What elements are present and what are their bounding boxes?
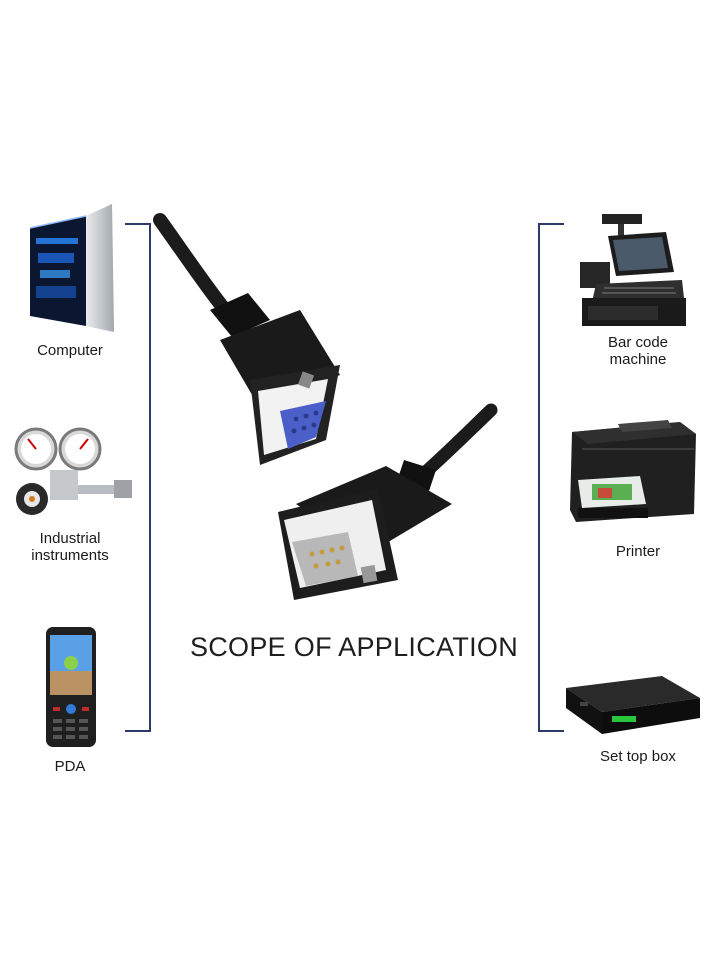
left-bracket xyxy=(125,223,151,732)
barcode-machine-label: Bar code machine xyxy=(607,334,669,368)
barcode-machine-icon xyxy=(580,214,686,326)
instruments-label: Industrial instruments xyxy=(31,530,109,564)
set-top-box-icon xyxy=(566,676,700,734)
male-db9-connector xyxy=(278,403,498,600)
set-top-box-label: Set top box xyxy=(600,748,676,765)
page-title: SCOPE OF APPLICATION xyxy=(189,632,519,662)
pda-icon xyxy=(46,627,96,747)
computer-icon xyxy=(29,204,114,332)
female-db9-connector xyxy=(153,213,340,465)
right-bracket xyxy=(538,223,564,732)
computer-label: Computer xyxy=(37,342,103,359)
instruments-icon xyxy=(14,427,132,515)
printer-icon xyxy=(570,420,696,522)
pda-label: PDA xyxy=(54,758,86,775)
printer-label: Printer xyxy=(615,543,661,560)
